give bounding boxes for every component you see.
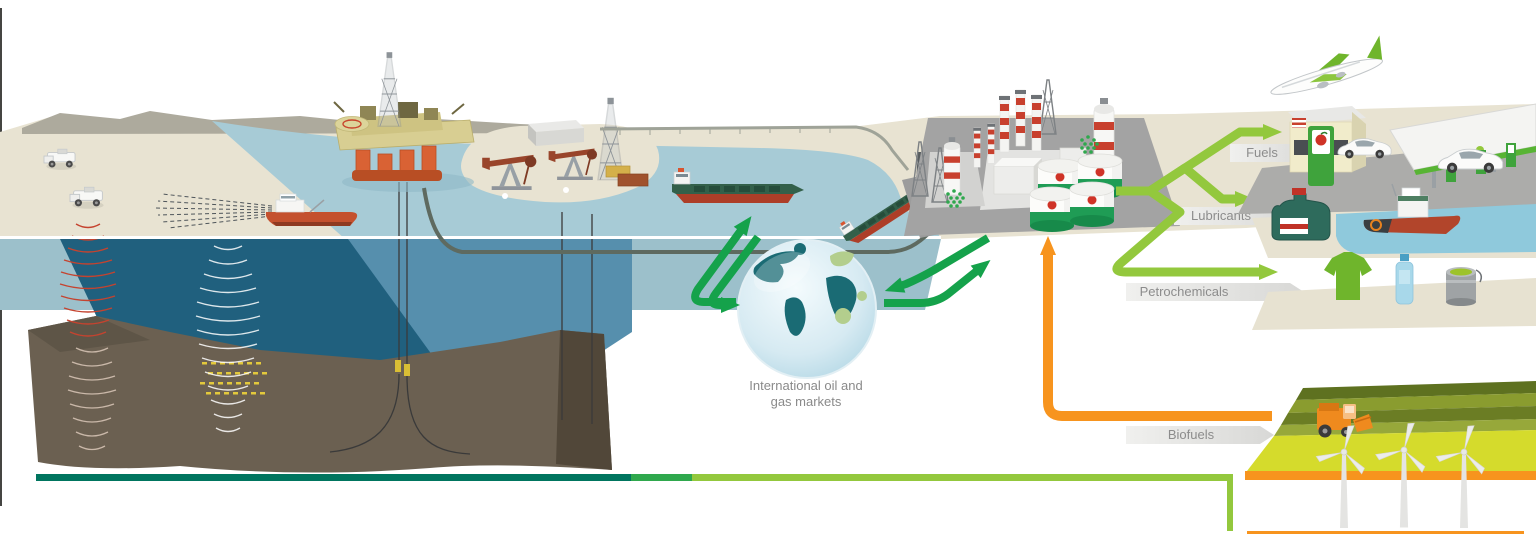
field-edge bbox=[1245, 471, 1536, 480]
drill-bit bbox=[395, 360, 401, 372]
timeline-bar bbox=[36, 474, 1233, 531]
storage-tank-icon bbox=[1069, 181, 1115, 228]
mountain-ridge bbox=[22, 111, 622, 134]
arrow-markets-to-refinery bbox=[884, 260, 991, 307]
petrochemicals-label: Petrochemicals bbox=[1140, 284, 1229, 299]
chimney-icon bbox=[972, 127, 982, 168]
trade-flow-arrows bbox=[691, 216, 991, 313]
fuels-scene bbox=[1238, 35, 1536, 214]
chimney-icon bbox=[1030, 94, 1043, 152]
helipad-circle bbox=[342, 119, 362, 129]
petrochemicals-scene bbox=[1252, 252, 1536, 330]
onshore-oil-field bbox=[481, 97, 649, 199]
markets-label-line1: International oil and bbox=[749, 378, 862, 393]
combine-harvester-icon bbox=[1317, 403, 1373, 438]
offshore-drilling-platform bbox=[333, 51, 475, 192]
container-icon bbox=[617, 173, 649, 187]
overland-pipeline bbox=[599, 125, 910, 171]
seismic-waves-land bbox=[59, 223, 117, 337]
helipad-icon bbox=[334, 116, 370, 132]
product-flow-arrows bbox=[1112, 124, 1282, 280]
fuels-label: Fuels bbox=[1246, 145, 1278, 160]
rock-hill bbox=[28, 316, 150, 352]
subsea-pipeline bbox=[422, 187, 932, 254]
platform-module bbox=[424, 108, 438, 120]
storage-tanks bbox=[1029, 153, 1123, 233]
fuel-dispenser-icon bbox=[1308, 126, 1334, 186]
wellhead-marker bbox=[502, 193, 508, 199]
biofuels-label: Biofuels bbox=[1168, 427, 1215, 442]
warehouse-icon bbox=[528, 120, 584, 146]
arrow-tanker-to-markets bbox=[708, 234, 762, 313]
harvested-field bbox=[1247, 430, 1536, 471]
platform-module bbox=[360, 106, 376, 120]
crop-row bbox=[1296, 381, 1536, 400]
biofuels-ribbon bbox=[1126, 426, 1274, 444]
platform-cranes bbox=[333, 101, 465, 115]
seismic-waves-sea bbox=[195, 245, 261, 433]
storage-tank-icon bbox=[1029, 186, 1075, 233]
bar-downstream bbox=[692, 474, 1232, 481]
chimney-icon bbox=[1014, 89, 1027, 147]
petrochemicals-ribbon bbox=[1126, 283, 1304, 301]
drill-bit bbox=[404, 364, 410, 376]
rock-side-face bbox=[556, 330, 612, 470]
globe-highlight bbox=[753, 252, 811, 292]
lubricants-label: Lubricants bbox=[1191, 208, 1251, 223]
chimney-icon bbox=[998, 95, 1011, 153]
underwater-cross-section bbox=[28, 182, 632, 473]
crop-row bbox=[1274, 419, 1536, 436]
plastic-bottle-icon bbox=[1395, 254, 1414, 305]
markets-label-line2: gas markets bbox=[771, 394, 842, 409]
t-shirt-icon bbox=[1324, 252, 1372, 300]
sea-surface-line bbox=[0, 236, 941, 239]
airplane-icon bbox=[1270, 35, 1383, 95]
wellhead-marker bbox=[563, 187, 569, 193]
globe-green-land bbox=[830, 251, 867, 324]
international-markets-globe: International oil and gas markets bbox=[737, 239, 877, 409]
distillation-tower-icon bbox=[943, 136, 961, 196]
marine-vessel-icon bbox=[1363, 183, 1461, 234]
biofuels-ground-line bbox=[1247, 531, 1524, 534]
bar-upstream bbox=[36, 474, 631, 481]
arrow-markets-to-tanker bbox=[691, 216, 752, 306]
arrow-to-lubricants bbox=[1147, 163, 1254, 207]
globe-continents bbox=[753, 243, 857, 336]
bar-elbow bbox=[1227, 474, 1233, 531]
lubricants-scene bbox=[1252, 183, 1536, 258]
chimney-icon bbox=[986, 123, 996, 164]
platform-columns bbox=[352, 145, 442, 181]
seismic-streamers bbox=[155, 193, 273, 229]
seismic-waves-rock bbox=[67, 347, 117, 451]
arrow-refinery-to-markets bbox=[884, 234, 991, 293]
arrow-biofuels-to-tanks bbox=[1040, 236, 1272, 421]
arrow-to-fuels bbox=[1116, 124, 1282, 196]
seismic-truck-icon bbox=[43, 148, 77, 171]
paint-can-icon bbox=[1446, 267, 1483, 306]
seismic-truck-icon bbox=[69, 186, 105, 210]
biofuels-scene bbox=[1245, 381, 1536, 534]
rock-mass bbox=[28, 316, 612, 473]
survey-ship-icon bbox=[266, 193, 358, 226]
seismic-survey-vessel bbox=[155, 193, 358, 229]
oil-can-icon bbox=[1271, 188, 1331, 241]
bar-midstream bbox=[631, 474, 692, 481]
platform-module bbox=[398, 102, 418, 118]
refinery bbox=[904, 79, 1180, 236]
well-paths bbox=[329, 182, 593, 455]
arrow-to-petrochemicals bbox=[1112, 187, 1278, 280]
